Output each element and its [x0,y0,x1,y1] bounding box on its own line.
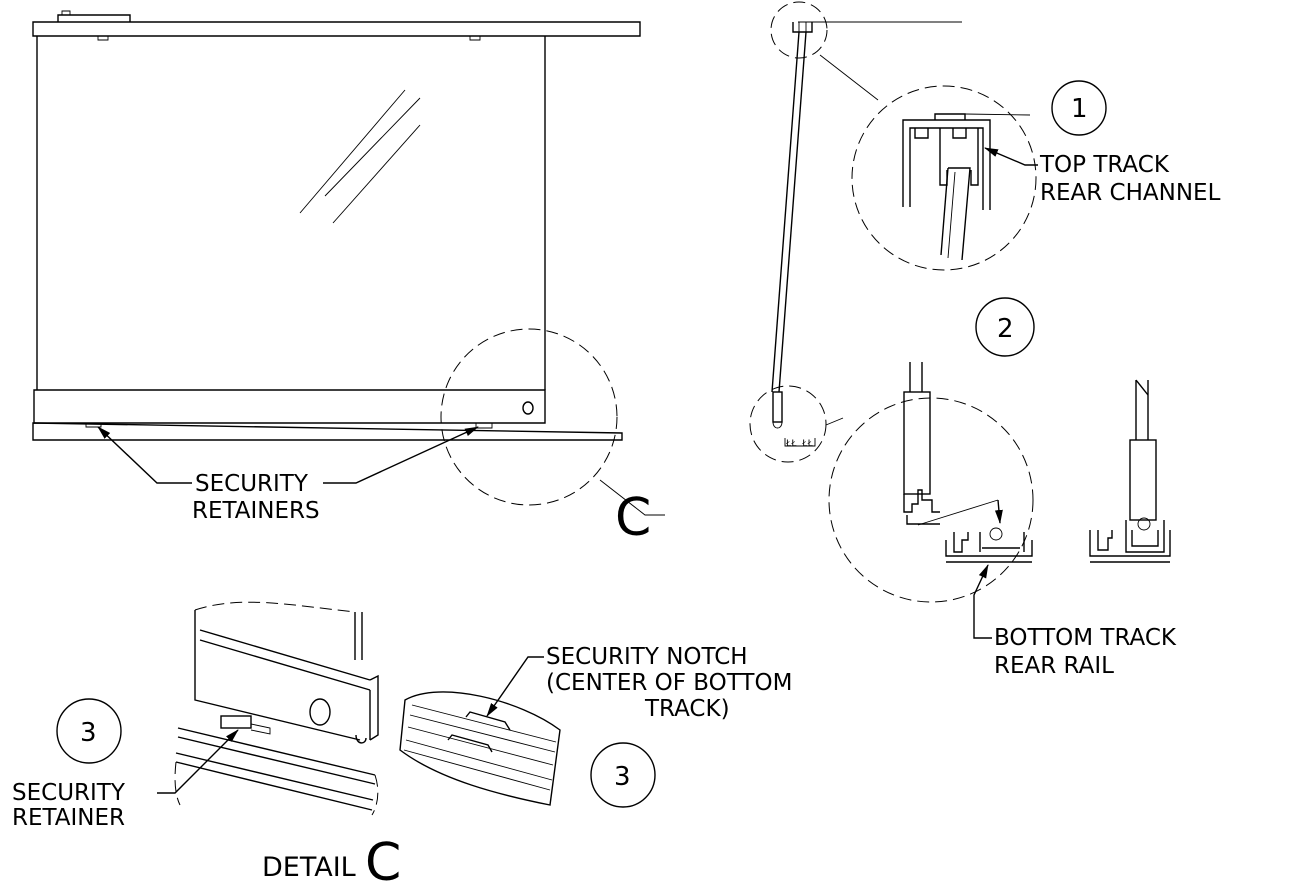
callout-3a-label: 3 [80,718,97,748]
security-notch-label-line2: (CENTER OF BOTTOM [546,670,792,696]
security-retainer-label-line1: SECURITY [12,780,126,806]
security-retainers-label-line2: RETAINERS [192,498,320,524]
security-notch-detail: SECURITY NOTCH (CENTER OF BOTTOM TRACK) … [399,644,792,808]
detail-2-bottom-track: 2 BOTTOM TRACK REAR RAIL [828,297,1177,679]
callout-1-label: 1 [1071,94,1088,124]
top-track-label-line1: TOP TRACK [1039,152,1170,178]
door-side-view: ŁŁ ŁŁ [749,1,962,463]
callout-2-label: 2 [997,314,1014,344]
detail-1-top-track: 1 TOP TRACK REAR CHANNEL [851,80,1221,271]
security-retainer-label-line2: RETAINER [12,805,125,831]
security-notch-label-line3: TRACK) [644,696,730,722]
detail-caption-word: DETAIL [262,852,356,883]
door-front-view [32,10,641,441]
bottom-track-label-line2: REAR RAIL [994,653,1114,679]
security-retainers-label-line1: SECURITY [195,471,309,497]
detail-c-perspective: 3 SECURITY RETAINER DETAIL C [12,601,401,888]
svg-text:ŁŁ ŁŁ: ŁŁ ŁŁ [785,439,813,449]
bottom-track-label-line1: BOTTOM TRACK [994,625,1177,651]
detail-caption-letter: C [365,833,401,888]
top-track-label-line2: REAR CHANNEL [1040,180,1221,206]
security-retainers-callout: SECURITY RETAINERS [97,426,479,524]
callout-c-label: C [615,488,651,548]
callout-3b-label: 3 [614,762,631,792]
detail-c-circle: C [440,328,665,548]
security-notch-label-line1: SECURITY NOTCH [546,644,748,670]
